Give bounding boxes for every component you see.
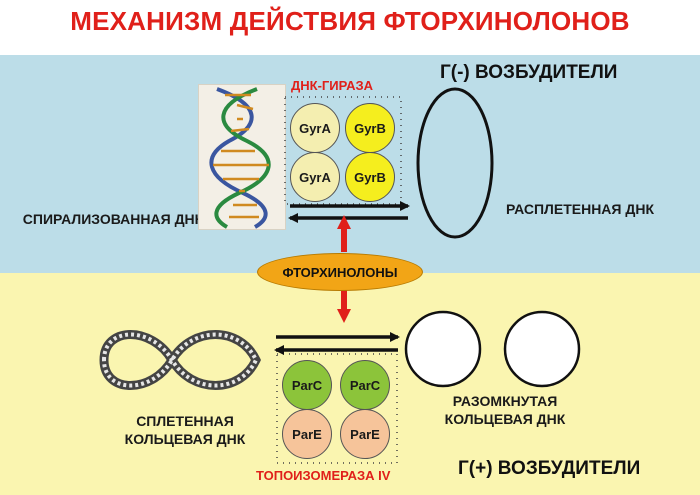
decatenated-ring-1: [404, 310, 482, 388]
gyrb-subunit-2: GyrB: [345, 152, 395, 202]
relaxed-dna-ring: [416, 87, 494, 239]
gyra-subunit-1: GyrA: [290, 103, 340, 153]
gyrase-complex-frame: [284, 96, 402, 205]
pare-subunit-1: ParE: [282, 409, 332, 459]
catenated-dna-image: [99, 330, 261, 390]
double-helix-icon: [209, 87, 271, 229]
topoisomerase-complex-frame: [276, 353, 398, 464]
gram-positive-label: Г(+) ВОЗБУДИТЕЛИ: [458, 458, 641, 479]
double-helix-image: [198, 84, 286, 230]
gram-negative-label: Г(-) ВОЗБУДИТЕЛИ: [440, 62, 618, 83]
parc-subunit-2: ParC: [340, 360, 390, 410]
gyrb-subunit-1: GyrB: [345, 103, 395, 153]
topoisomerase-iv-label: ТОПОИЗОМЕРАЗА IV: [256, 468, 391, 483]
gyra-subunit-2: GyrA: [290, 152, 340, 202]
dna-gyrase-label: ДНК-ГИРАЗА: [291, 78, 374, 93]
relaxed-dna-label: РАСПЛЕТЕННАЯ ДНК: [505, 201, 654, 217]
parc-subunit-1: ParC: [282, 360, 332, 410]
catenated-dna-label: СПЛЕТЕННАЯ КОЛЬЦЕВАЯ ДНК: [124, 413, 246, 447]
pare-subunit-2: ParE: [340, 409, 390, 459]
decatenated-ring-2: [503, 310, 581, 388]
supercoiled-dna-label: СПИРАЛИЗОВАННАЯ ДНК: [22, 211, 204, 227]
page-title: МЕХАНИЗМ ДЕЙСТВИЯ ФТОРХИНОЛОНОВ: [70, 6, 630, 36]
fluoroquinolones-badge: ФТОРХИНОЛОНЫ: [257, 253, 423, 291]
decatenated-dna-label: РАЗОМКНУТАЯ КОЛЬЦЕВАЯ ДНК: [444, 393, 566, 427]
